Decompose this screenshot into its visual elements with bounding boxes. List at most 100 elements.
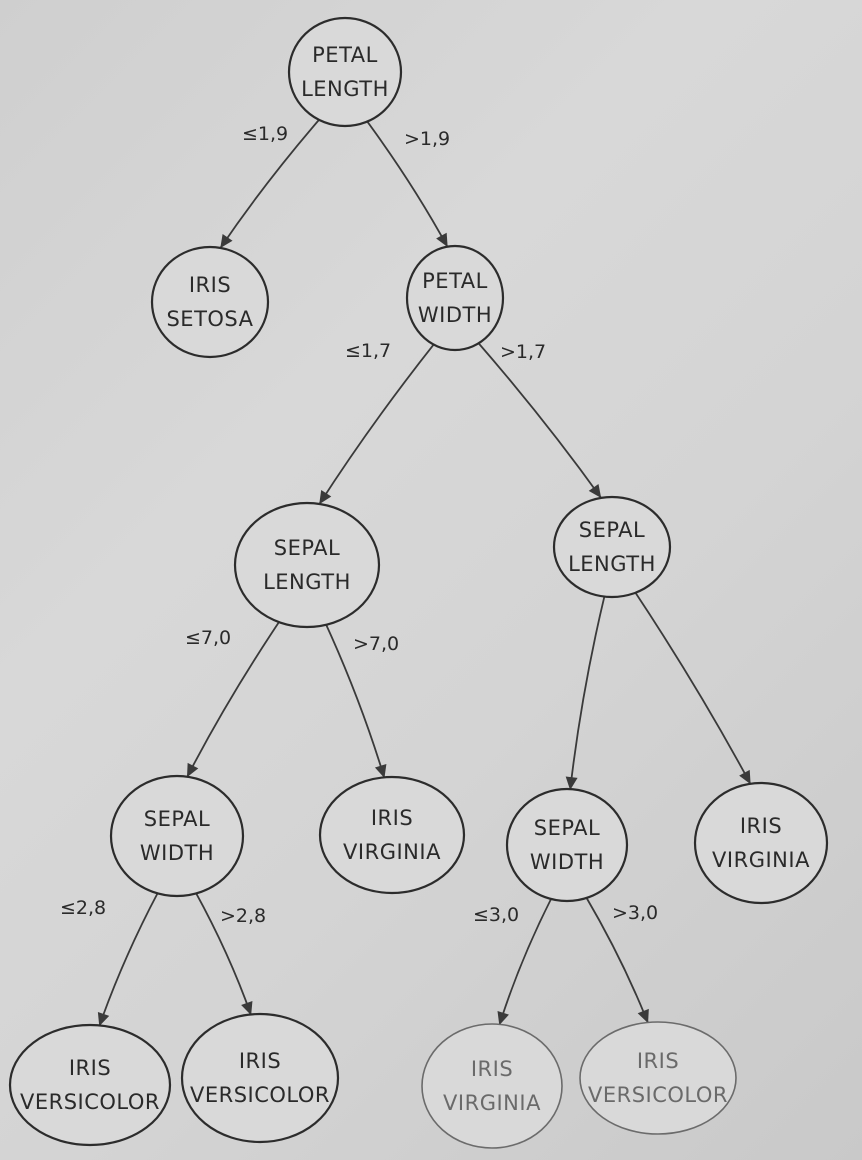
node-label: IRIS: [471, 1057, 513, 1081]
edge-line: [476, 340, 602, 499]
split-node: SEPAL WIDTH: [109, 774, 245, 898]
leaf-node: IRIS VERSICOLOR: [579, 1021, 737, 1135]
node-label: IRIS: [637, 1049, 679, 1073]
arrowhead-icon: [220, 233, 233, 249]
node-label: IRIS: [740, 814, 782, 838]
node-label: WIDTH: [140, 841, 214, 865]
arrowhead-icon: [637, 1008, 649, 1024]
split-node: SEPAL WIDTH: [505, 787, 629, 903]
split-node: SEPAL LENGTH: [552, 495, 672, 599]
node-label: VERSICOLOR: [588, 1083, 728, 1107]
node-label: SETOSA: [166, 307, 253, 331]
arrowhead-icon: [374, 763, 387, 779]
node-circle: [505, 787, 629, 903]
edge-label: >2,8: [220, 905, 266, 927]
node-circle: [693, 781, 829, 905]
node-circle: [579, 1021, 737, 1135]
edge-line: [584, 895, 649, 1024]
node-label: WIDTH: [418, 303, 492, 327]
edge-label: >1,7: [500, 341, 546, 363]
node-label: PETAL: [422, 269, 488, 293]
edge-n3-n4: ≤1,7: [318, 340, 436, 505]
node-label: IRIS: [69, 1056, 111, 1080]
split-node: PETAL WIDTH: [405, 244, 505, 352]
node-circle: [109, 774, 245, 898]
edge-line: [365, 119, 449, 248]
node-label: SEPAL: [534, 816, 600, 840]
edge-line: [194, 891, 252, 1016]
split-node: SEPAL LENGTH: [233, 501, 381, 629]
edge-n3-n5: >1,7: [476, 340, 602, 499]
edge-n6-n11: >2,8: [194, 891, 266, 1016]
edge-n5-n9: [633, 590, 752, 785]
edge-n4-n6: ≤7,0: [185, 619, 282, 778]
edge-label: >3,0: [612, 902, 658, 924]
arrowhead-icon: [241, 1001, 253, 1016]
edge-line: [498, 896, 553, 1026]
edge-n5-n8: [565, 595, 606, 791]
split-node: PETAL LENGTH: [287, 16, 403, 128]
node-label: LENGTH: [568, 552, 656, 576]
node-label: SEPAL: [579, 518, 645, 542]
node-circle: [150, 245, 270, 359]
edge-n8-n12: ≤3,0: [473, 896, 553, 1026]
node-label: VIRGINIA: [712, 848, 810, 872]
edge-n8-n13: >3,0: [584, 895, 658, 1024]
node-label: WIDTH: [530, 850, 604, 874]
edge-label: >1,9: [404, 128, 450, 150]
arrowhead-icon: [588, 483, 602, 498]
arrowhead-icon: [319, 490, 332, 505]
edge-n1-n3: >1,9: [365, 119, 450, 248]
arrowhead-icon: [739, 769, 751, 785]
edge-label: ≤3,0: [473, 904, 519, 926]
node-circle: [180, 1012, 340, 1144]
node-label: SEPAL: [274, 536, 340, 560]
edge-label: ≤7,0: [185, 627, 231, 649]
edge-line: [186, 619, 282, 778]
leaf-node: IRIS SETOSA: [150, 245, 270, 359]
leaf-node: IRIS VERSICOLOR: [180, 1012, 340, 1144]
node-label: VERSICOLOR: [190, 1083, 330, 1107]
arrowhead-icon: [497, 1011, 509, 1026]
node-circle: [405, 244, 505, 352]
node-circle: [233, 501, 381, 629]
arrowhead-icon: [436, 232, 448, 248]
node-label: VIRGINIA: [343, 840, 441, 864]
edge-n1-n2: ≤1,9: [219, 117, 322, 249]
edge-line: [219, 117, 322, 249]
node-label: IRIS: [189, 273, 231, 297]
edge-n6-n10: ≤2,8: [60, 891, 160, 1027]
edge-line: [633, 590, 752, 785]
node-label: PETAL: [312, 43, 378, 67]
edge-label: ≤2,8: [60, 897, 106, 919]
edge-line: [324, 622, 386, 779]
edge-label: >7,0: [353, 633, 399, 655]
node-circle: [287, 16, 403, 128]
edge-line: [569, 595, 606, 791]
leaf-node: IRIS VIRGINIA: [421, 1023, 563, 1149]
leaf-node: IRIS VIRGINIA: [318, 775, 466, 895]
node-label: LENGTH: [301, 77, 389, 101]
leaf-node: IRIS VIRGINIA: [693, 781, 829, 905]
arrowhead-icon: [186, 762, 199, 778]
edge-line: [98, 891, 160, 1027]
edge-n4-n7: >7,0: [324, 622, 399, 779]
node-circle: [8, 1023, 172, 1147]
node-label: VIRGINIA: [443, 1091, 541, 1115]
arrowhead-icon: [565, 776, 578, 791]
node-label: VERSICOLOR: [20, 1090, 160, 1114]
arrowhead-icon: [97, 1011, 110, 1027]
node-circle: [421, 1023, 563, 1149]
leaf-node: IRIS VERSICOLOR: [8, 1023, 172, 1147]
edge-label: ≤1,9: [242, 123, 288, 145]
edge-label: ≤1,7: [345, 340, 391, 362]
node-circle: [552, 495, 672, 599]
node-label: LENGTH: [263, 570, 351, 594]
node-circle: [318, 775, 466, 895]
node-label: IRIS: [371, 806, 413, 830]
edge-line: [318, 342, 436, 505]
node-label: IRIS: [239, 1049, 281, 1073]
node-label: SEPAL: [144, 807, 210, 831]
